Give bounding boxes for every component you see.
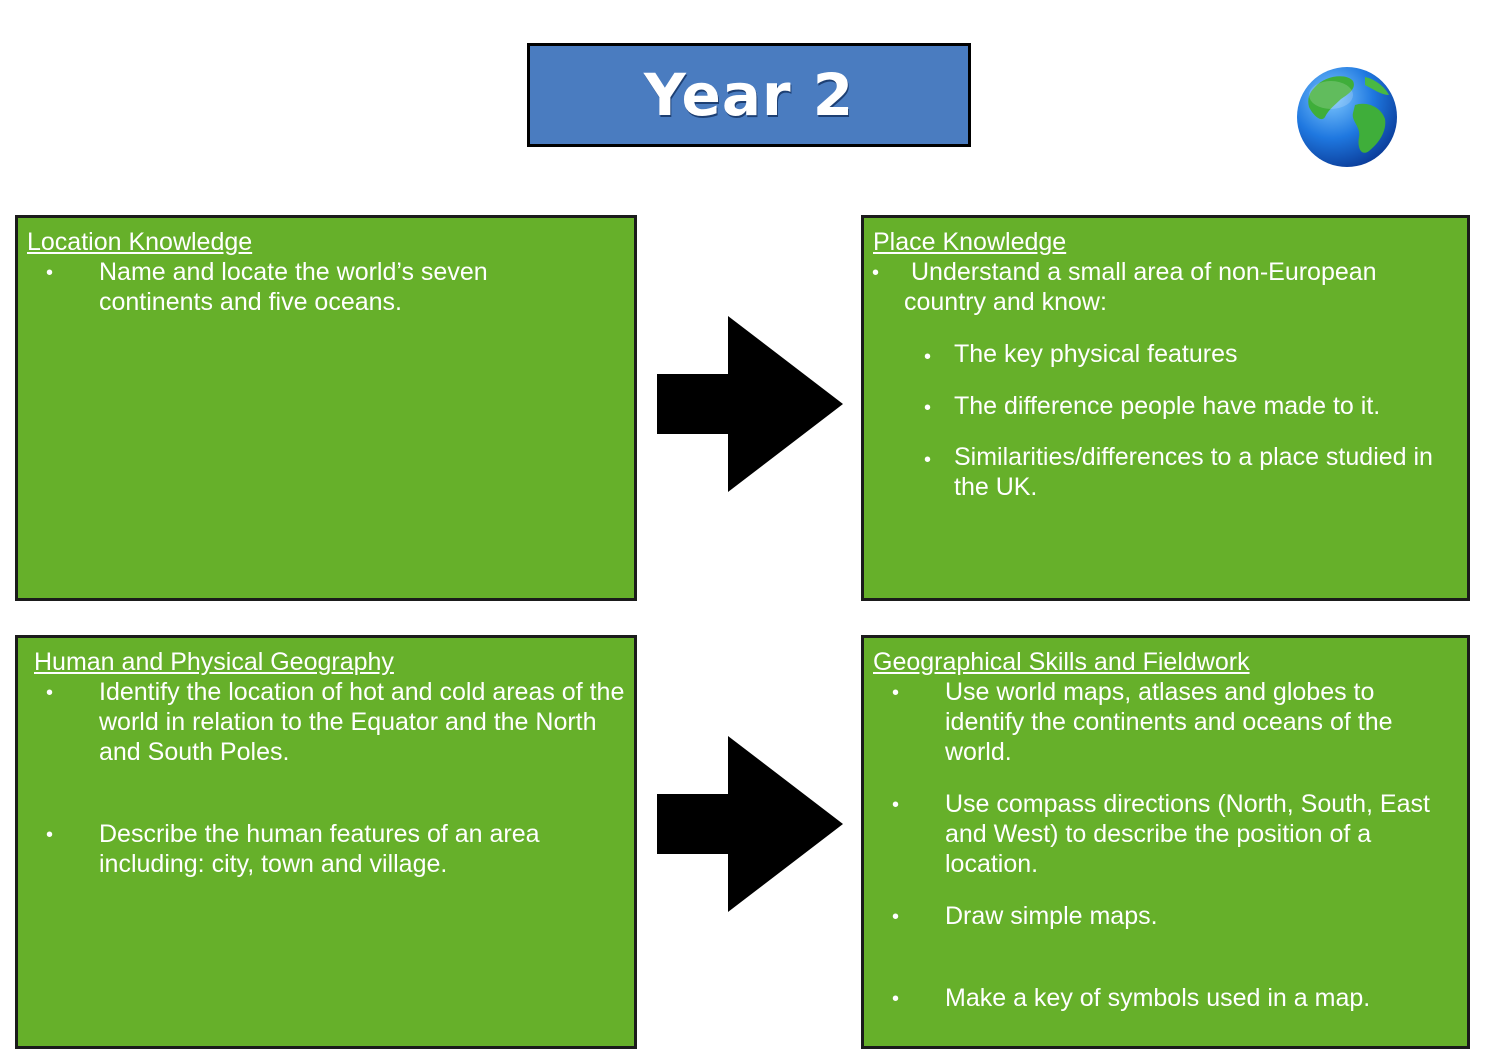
bullet-icon: • [924,449,932,471]
page-title: Year 2 [643,61,855,129]
bullet-icon: • [892,988,900,1010]
bullet-icon: • [892,906,900,928]
title-banner: Year 2 [527,43,971,147]
bullet-icon: • [924,397,932,419]
bullet-icon: • [924,346,932,368]
list-item: Make a key of symbols used in a map. [945,984,1371,1012]
panel-human-physical-geography: Human and Physical Geography • Identify … [15,635,637,1049]
panel-heading: Location Knowledge [27,228,253,256]
panel-geographical-skills: Geographical Skills and Fieldwork • Use … [861,635,1470,1049]
bullet-icon: • [892,682,900,704]
bullet-icon: • [892,794,900,816]
sub-list-item: The key physical features [954,340,1238,368]
bullet-icon: • [46,682,54,704]
list-item: Name and locate the world’s seven contin… [99,258,488,316]
sub-list-item: The difference people have made to it. [954,392,1381,420]
right-arrow-icon [657,316,843,492]
bullet-icon: • [46,262,54,284]
panel-heading: Human and Physical Geography [34,648,394,676]
sub-list-item: Similarities/differences to a place stud… [954,443,1433,501]
globe-icon [1297,67,1397,167]
bullet-icon: • [872,262,880,284]
list-item: Understand a small area of non-European … [904,258,1377,316]
list-item: Use world maps, atlases and globes to id… [945,678,1393,766]
right-arrow-icon [657,736,843,912]
panel-heading: Geographical Skills and Fieldwork [873,648,1250,676]
panel-heading: Place Knowledge [873,228,1067,256]
panel-place-knowledge: Place Knowledge • Understand a small are… [861,215,1470,601]
list-item: Draw simple maps. [945,902,1158,930]
list-item: Describe the human features of an area i… [99,820,540,878]
bullet-icon: • [46,824,54,846]
list-item: Use compass directions (North, South, Ea… [945,790,1430,878]
panel-location-knowledge: Location Knowledge • Name and locate the… [15,215,637,601]
list-item: Identify the location of hot and cold ar… [99,678,625,766]
